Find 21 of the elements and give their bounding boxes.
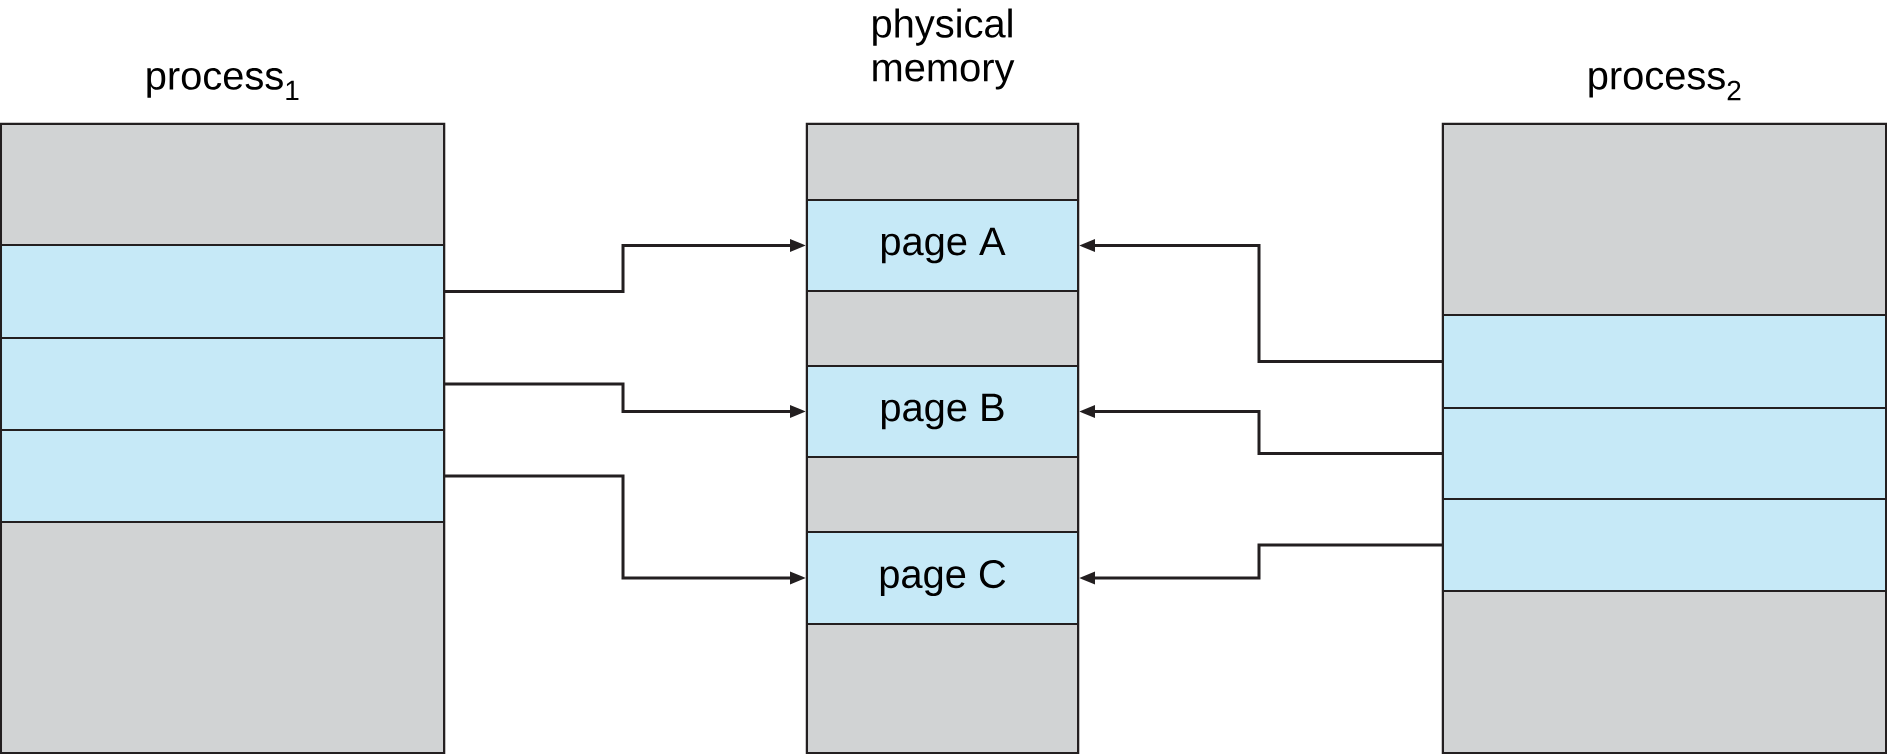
memory-block [0, 244, 445, 339]
node-label: physical memory [873, 8, 1015, 90]
memory-block [806, 623, 1079, 754]
memory-column: process$_{1}$ [0, 67, 446, 754]
memory-block [1442, 123, 1887, 316]
memory-block [1442, 590, 1887, 754]
memory-block [1442, 314, 1887, 409]
memory-block [0, 337, 445, 431]
memory-block [0, 429, 445, 523]
memory-block [1442, 407, 1887, 500]
memory-block [1442, 498, 1887, 592]
memory-block [806, 456, 1079, 533]
memory-block [806, 290, 1079, 367]
page-cell: page A [806, 199, 1079, 292]
memory-block [0, 521, 445, 754]
page-cell: page B [806, 365, 1079, 458]
page-cell: page C [806, 531, 1079, 625]
node-label: process$_{2}$ [1589, 67, 1741, 101]
memory-block [806, 123, 1079, 201]
memory-block [0, 123, 445, 246]
node-label: process$_{1}$ [147, 67, 299, 101]
